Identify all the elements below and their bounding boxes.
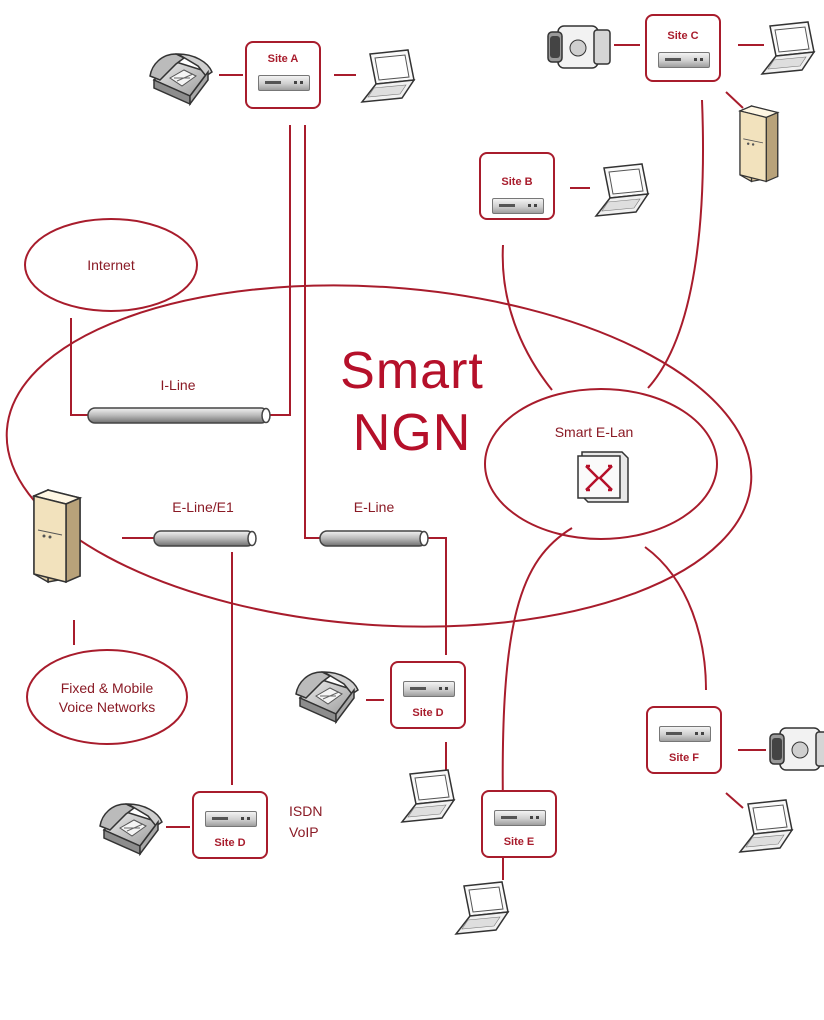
protocol-isdn: ISDN [289,803,323,819]
camera-icon [769,727,824,771]
router-icon [258,75,310,91]
site-c-box: Site C [645,14,721,82]
site-f-label: Site F [669,752,699,764]
site-f-box: Site F [646,706,722,774]
server-icon [33,489,81,583]
laptop-icon [401,769,455,823]
phone-icon [149,53,213,105]
site-e-box: Site E [481,790,557,858]
laptop-icon [739,799,793,853]
server-icon [739,105,779,183]
elan-label: Smart E-Lan [554,424,634,440]
iline-label: I-Line [160,377,196,393]
smart-elan-ellipse [484,388,718,540]
router-icon [492,198,544,214]
site-e-label: Site E [503,836,535,848]
internet-ellipse [24,218,198,312]
camera-icon [547,25,611,69]
site-d-left-box: Site D [192,791,268,859]
eline-e1-label: E-Line/E1 [172,499,234,515]
router-icon [494,810,546,826]
phone-icon [295,671,359,723]
site-b-label: Site B [501,176,533,188]
core-network-title-line2: NGN [352,404,472,462]
site-c-label: Site C [667,30,699,42]
router-icon [659,726,711,742]
protocol-voip: VoIP [289,824,319,840]
iline-pipe [87,407,271,424]
laptop-icon [761,21,815,75]
site-d-center-box: Site D [390,661,466,729]
phone-icon [99,803,163,855]
laptop-icon [595,163,649,217]
voice-networks-label-line1: Fixed & Mobile [60,680,154,696]
connections [70,44,766,880]
laptop-icon [361,49,415,103]
voice-networks-ellipse [26,649,188,745]
smart-ngn-ellipse [5,284,753,628]
voice-networks-label-line2: Voice Networks [58,699,156,715]
eline-e1-pipe [153,530,257,547]
router-icon [658,52,710,68]
site-a-label: Site A [267,53,299,65]
core-network-title-line1: Smart [340,342,484,400]
switch-icon [577,451,629,503]
router-icon [403,681,455,697]
site-d-left-label: Site D [214,837,246,849]
internet-label: Internet [87,257,135,273]
eline-pipe [319,530,429,547]
site-d-center-label: Site D [412,707,444,719]
site-b-box: Site B [479,152,555,220]
eline-label: E-Line [353,499,395,515]
site-a-box: Site A [245,41,321,109]
router-icon [205,811,257,827]
laptop-icon [455,881,509,935]
